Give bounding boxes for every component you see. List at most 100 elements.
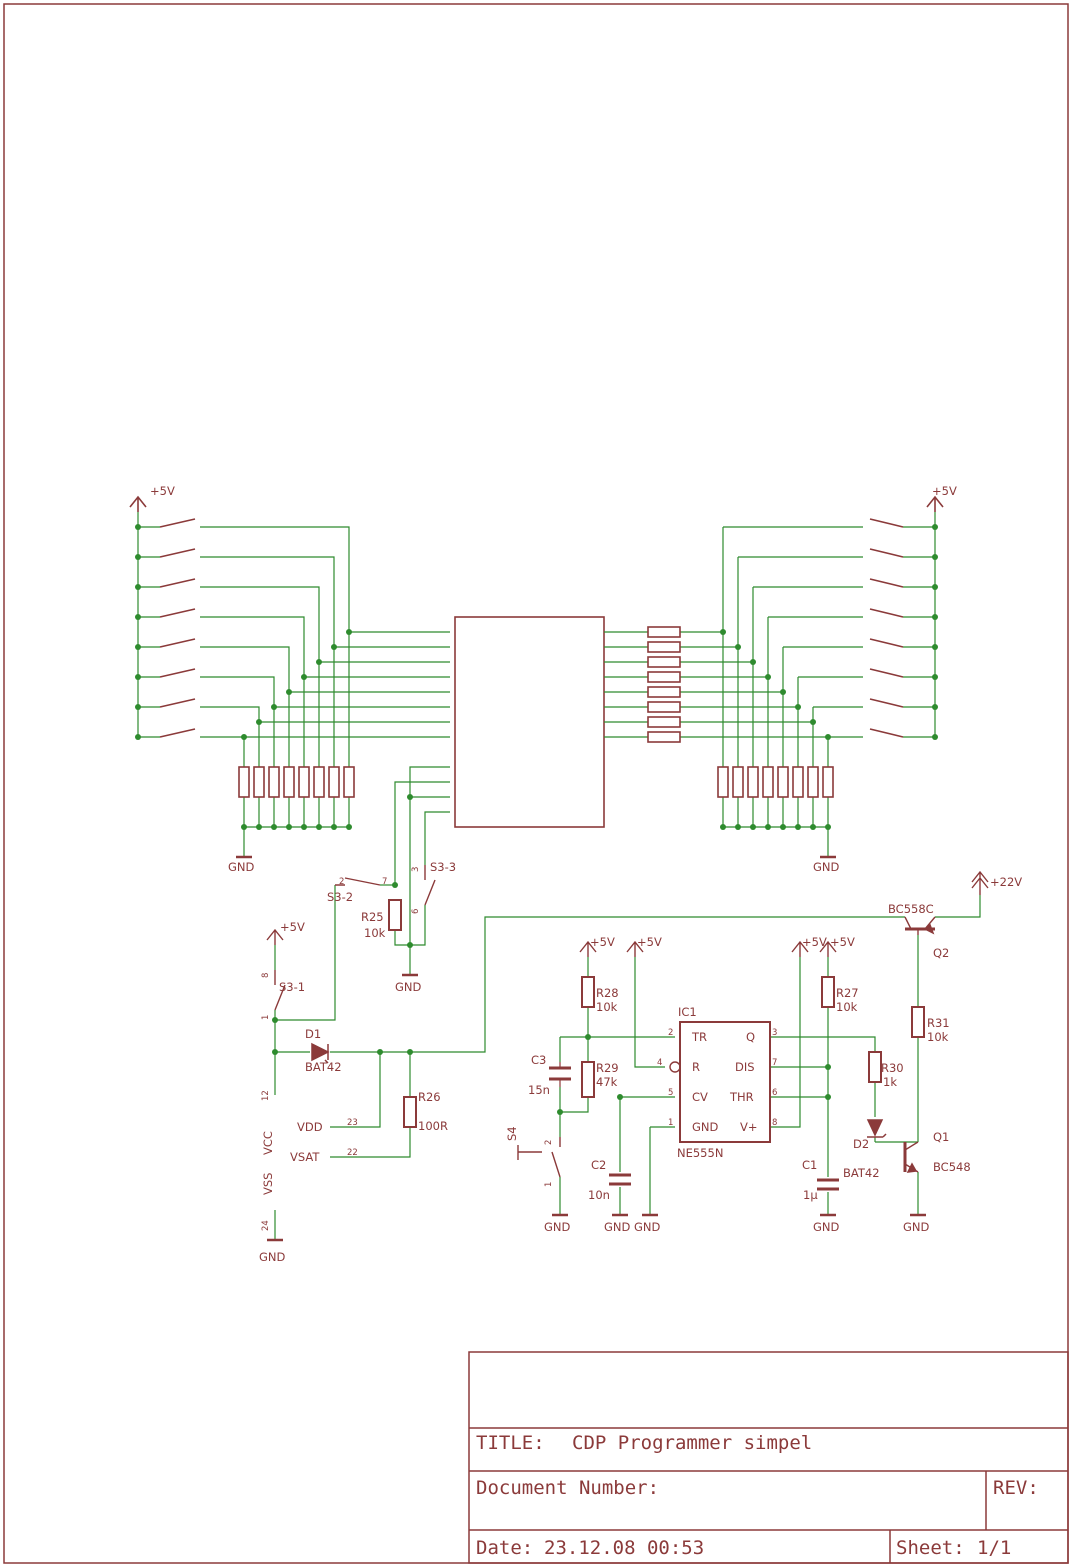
vcc-arrow [626, 940, 644, 957]
r27-name: R27 [836, 986, 859, 1000]
power-symbols [266, 870, 989, 1242]
ic1-pin-name: TR [691, 1030, 707, 1044]
junction-dot [135, 704, 141, 710]
series-resistor [647, 701, 681, 713]
pin-number: 6 [772, 1088, 777, 1098]
pin-number: 1 [668, 1118, 673, 1128]
vcc-pin-label: VCC [261, 1131, 275, 1155]
junction-dot [780, 824, 786, 830]
sheet-value: 1/1 [977, 1537, 1011, 1559]
series-resistor [647, 656, 681, 668]
s3-1-body [274, 970, 286, 1011]
sheet-border [3, 3, 1069, 1564]
c3-name: C3 [531, 1053, 546, 1067]
pullup-resistor [343, 766, 355, 798]
pin-number: 8 [772, 1118, 777, 1128]
rev-label: REV: [993, 1477, 1039, 1499]
pullup-resistor [313, 766, 325, 798]
pullup-resistor [807, 766, 819, 798]
pin-number: 1 [544, 1182, 554, 1187]
junction-dot [795, 824, 801, 830]
gnd-label: GND [395, 980, 422, 994]
gnd-label: GND [903, 1220, 930, 1234]
switch-contact [869, 548, 904, 558]
switch-contact [159, 608, 196, 618]
junction-dot [316, 659, 322, 665]
title-value: CDP Programmer simpel [572, 1432, 812, 1454]
switch-wire [138, 676, 450, 708]
vcc-label: +5V [830, 935, 855, 949]
pullup-resistor [762, 766, 774, 798]
switch-contact [159, 638, 196, 648]
junction-dot [932, 704, 938, 710]
r27-body [821, 976, 835, 1008]
pin-number: 22 [347, 1148, 358, 1158]
d2-name: D2 [853, 1137, 869, 1151]
junction-dot [932, 554, 938, 560]
series-resistor [647, 671, 681, 683]
labels: +5V +5V +5V +5V +5V +5V +5V +22V GND GND… [150, 484, 1022, 1264]
junction-dot [932, 734, 938, 740]
pin-number: 2 [339, 877, 344, 887]
vcc-arrow [579, 940, 597, 957]
reset-bubble [669, 1061, 681, 1073]
junction-dot [735, 824, 741, 830]
junction-dot [810, 719, 816, 725]
pin-number: 8 [261, 973, 271, 978]
junction-dots [272, 794, 831, 1115]
date-label: Date: [476, 1537, 533, 1559]
q2-emitter-arrow [923, 923, 935, 935]
junction-dot [286, 824, 292, 830]
doc-number-label: Document Number: [476, 1477, 659, 1499]
junction-dot [301, 824, 307, 830]
date-value: 23.12.08 00:53 [544, 1537, 704, 1559]
q1-emitter-arrow [906, 1162, 918, 1173]
v22-arrow [971, 870, 989, 895]
switch-wire [604, 706, 935, 723]
c1-body [817, 1178, 839, 1191]
gnd-label: GND [544, 1220, 571, 1234]
r29-body [581, 1061, 595, 1098]
series-resistor [647, 731, 681, 743]
series-resistor [647, 716, 681, 728]
s3-1-label: S3-1 [279, 980, 305, 994]
component-bodies [274, 616, 936, 1191]
switch-wire [604, 556, 935, 648]
pin-number: 4 [657, 1058, 662, 1068]
pin-number: 5 [668, 1088, 673, 1098]
d1-body [311, 1042, 330, 1062]
pullup-resistor [283, 766, 295, 798]
junction-dot [932, 614, 938, 620]
pullup-resistor [253, 766, 265, 798]
q1-value: BC548 [933, 1160, 971, 1174]
gnd-label: GND [634, 1220, 661, 1234]
dip-junctions [135, 524, 938, 830]
diodes [311, 923, 935, 1173]
switch-wire [604, 646, 935, 693]
series-resistor [647, 641, 681, 653]
switch-contact [869, 698, 904, 708]
r30-name: R30 [881, 1061, 904, 1075]
vcc-label: +5V [637, 935, 662, 949]
vcc-label: +5V [802, 935, 827, 949]
title-label: TITLE: [476, 1432, 545, 1454]
pin-number: 12 [261, 1090, 271, 1101]
r25-body [388, 899, 402, 931]
switch-contact [869, 608, 904, 618]
vss-pin-label: VSS [261, 1173, 275, 1195]
junction-dot [720, 824, 726, 830]
junction-dot [135, 734, 141, 740]
junction-dot [256, 719, 262, 725]
s3-3-body [424, 865, 436, 906]
gnd-bus [723, 826, 829, 857]
ic1-pin-name: DIS [735, 1060, 755, 1074]
pin-number: 3 [772, 1028, 777, 1038]
d2-value: BAT42 [843, 1166, 880, 1180]
junction-dot [301, 674, 307, 680]
pullup-resistor [792, 766, 804, 798]
switch-contact [869, 638, 904, 648]
junction-dot [241, 734, 247, 740]
vcc-label: +5V [280, 920, 305, 934]
s3-3-label: S3-3 [430, 860, 456, 874]
